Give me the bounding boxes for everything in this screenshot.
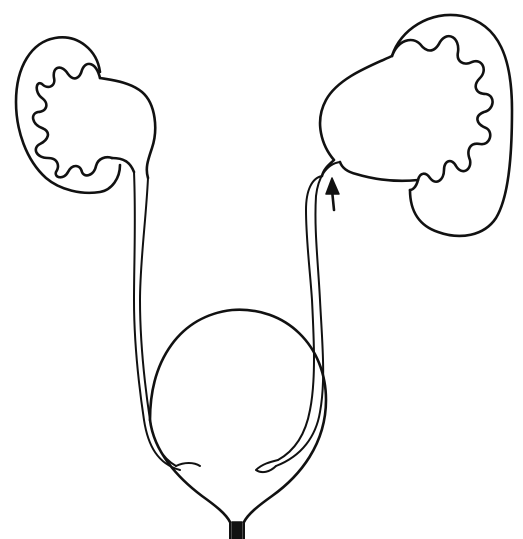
left-renal-pelvis [100, 78, 155, 178]
left-kidney [16, 37, 120, 192]
obstruction-arrow [326, 178, 339, 210]
right-renal-pelvis-dilated [320, 56, 418, 181]
right-ureter [256, 162, 340, 472]
urethra [230, 522, 244, 539]
right-kidney [392, 15, 512, 236]
left-kidney-calyces [33, 64, 112, 177]
right-kidney-calyces [392, 36, 493, 190]
bladder [150, 310, 326, 522]
left-ureter [134, 172, 200, 470]
